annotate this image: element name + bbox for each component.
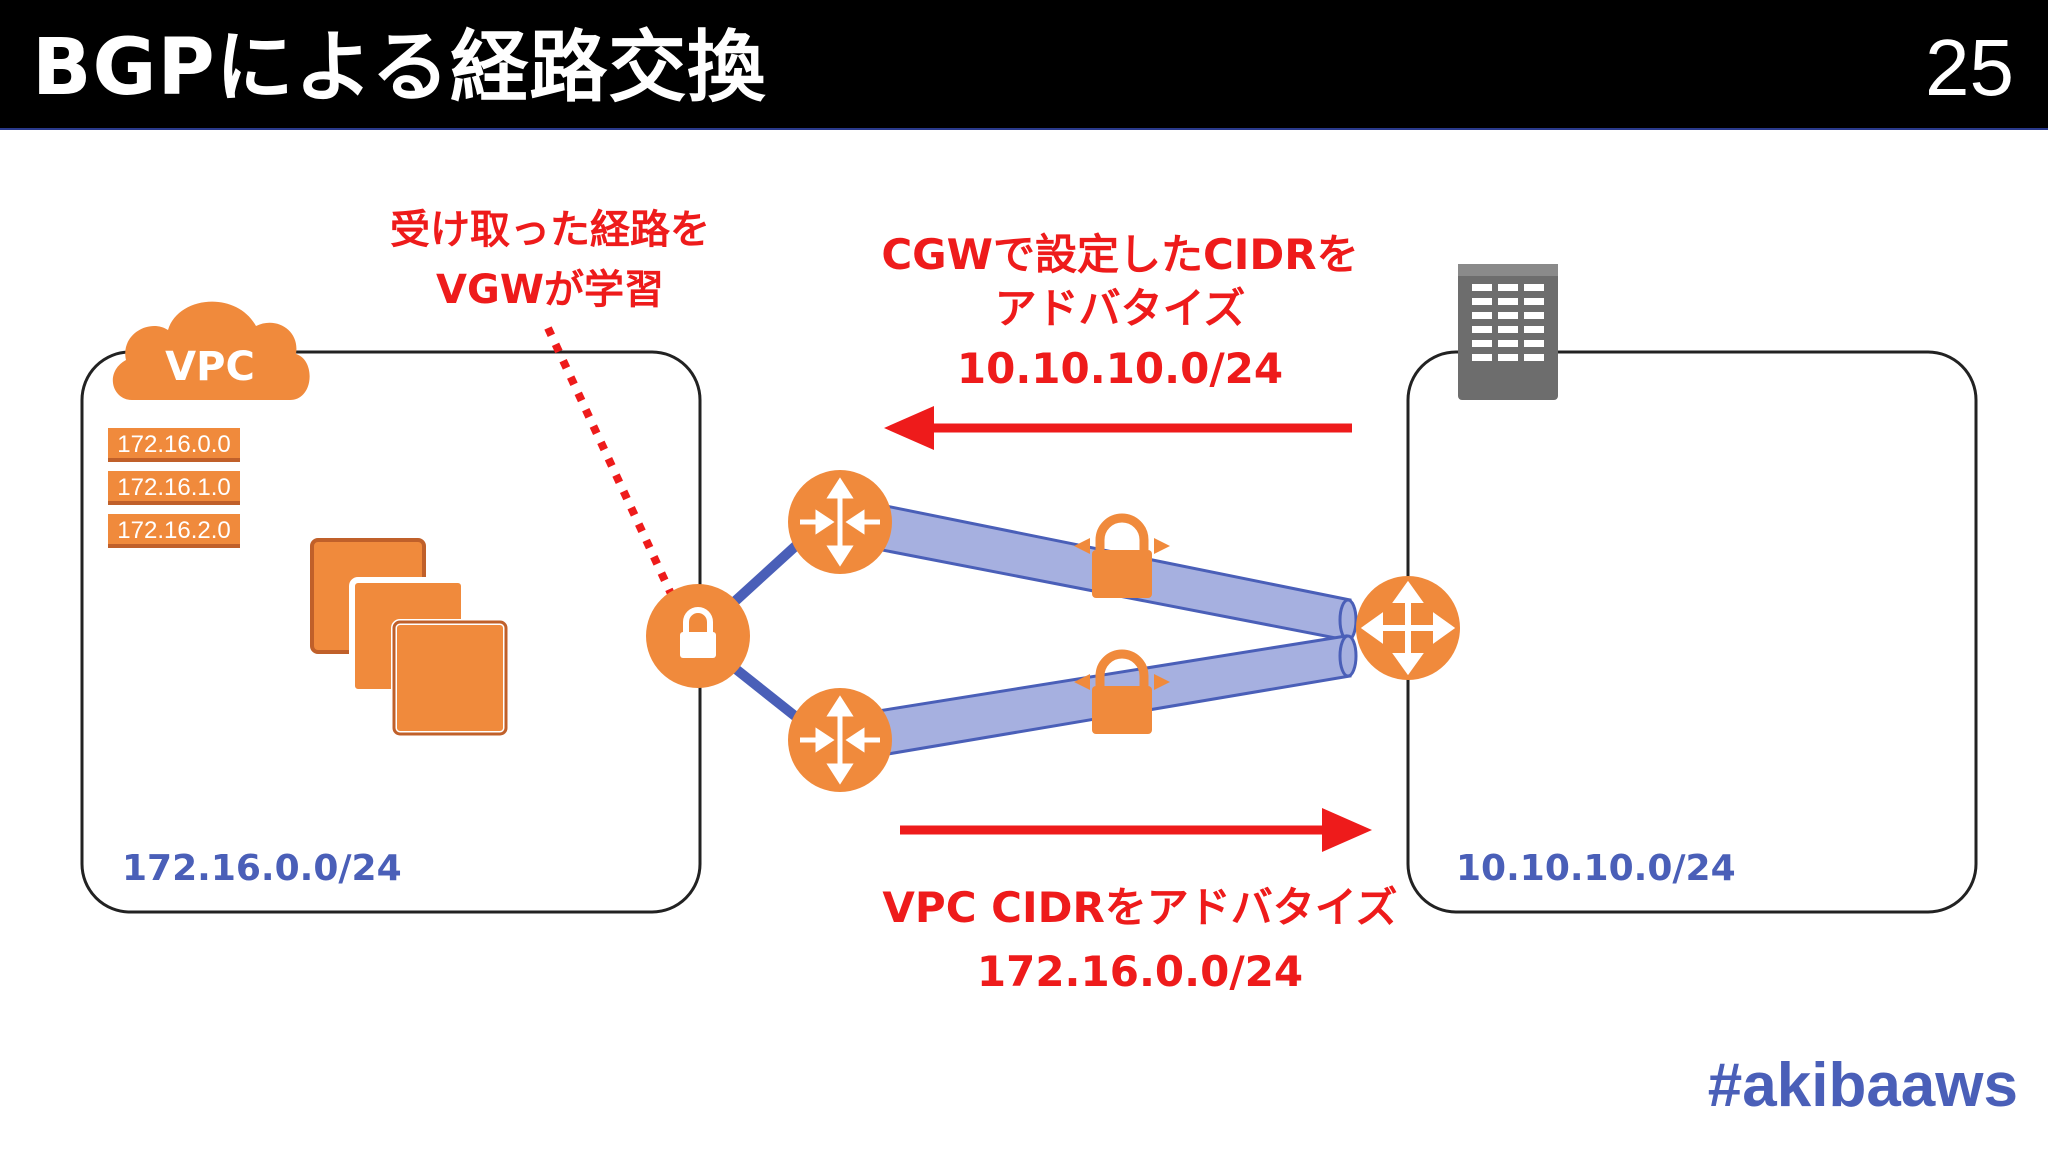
learn-pointer-line [544,326,676,598]
advertise-arrow-right [900,808,1372,852]
title-bar: BGPによる経路交換 25 [0,0,2048,130]
cgw-advertise-cidr: 10.10.10.0/24 [956,344,1284,393]
cgw-advertise-line: CGWで設定したCIDRを [881,230,1359,279]
subnet-tag: 172.16.1.0 [108,471,240,505]
datacenter-building-icon [1458,264,1558,400]
advertise-arrow-left [884,406,1352,450]
onprem-boundary [1406,350,1978,914]
vpc-cloud-icon: VPC [112,301,310,400]
subnet-tag: 172.16.2.0 [108,514,240,548]
vgw-link-upper [728,538,804,608]
vgw-learn-note: 受け取った経路を VGWが学習 [340,200,760,320]
vpc-cidr-label: 172.16.0.0/24 [122,848,402,889]
router-icon [788,688,892,792]
padlock-icon [1074,649,1170,734]
slide-title: BGPによる経路交換 [32,23,767,113]
cgw-router-icon [1356,576,1460,680]
onprem-cidr-label: 10.10.10.0/24 [1456,848,1736,889]
vgw-lock-icon [646,584,750,688]
vgw-learn-line: VGWが学習 [436,267,664,313]
cgw-advertise-note: CGWで設定したCIDRを アドバタイズ 10.10.10.0/24 [850,228,1390,396]
vpc-cloud-label: VPC [165,344,255,390]
ec2-instances-icon [310,538,509,737]
router-icon [788,470,892,574]
vgw-link-lower [728,662,804,724]
vpc-advertise-line: VPC CIDRをアドバタイズ [882,883,1398,932]
hashtag: #akibaaws [1707,1051,2018,1120]
page-number: 25 [1925,23,2014,112]
cgw-advertise-line: アドバタイズ [994,284,1246,333]
vgw-learn-line: 受け取った経路を [390,207,710,253]
vpc-advertise-note: VPC CIDRをアドバタイズ 172.16.0.0/24 [840,876,1440,1004]
padlock-icon [1074,513,1170,598]
vpc-advertise-cidr: 172.16.0.0/24 [976,947,1304,996]
subnet-tag: 172.16.0.0 [108,428,240,462]
